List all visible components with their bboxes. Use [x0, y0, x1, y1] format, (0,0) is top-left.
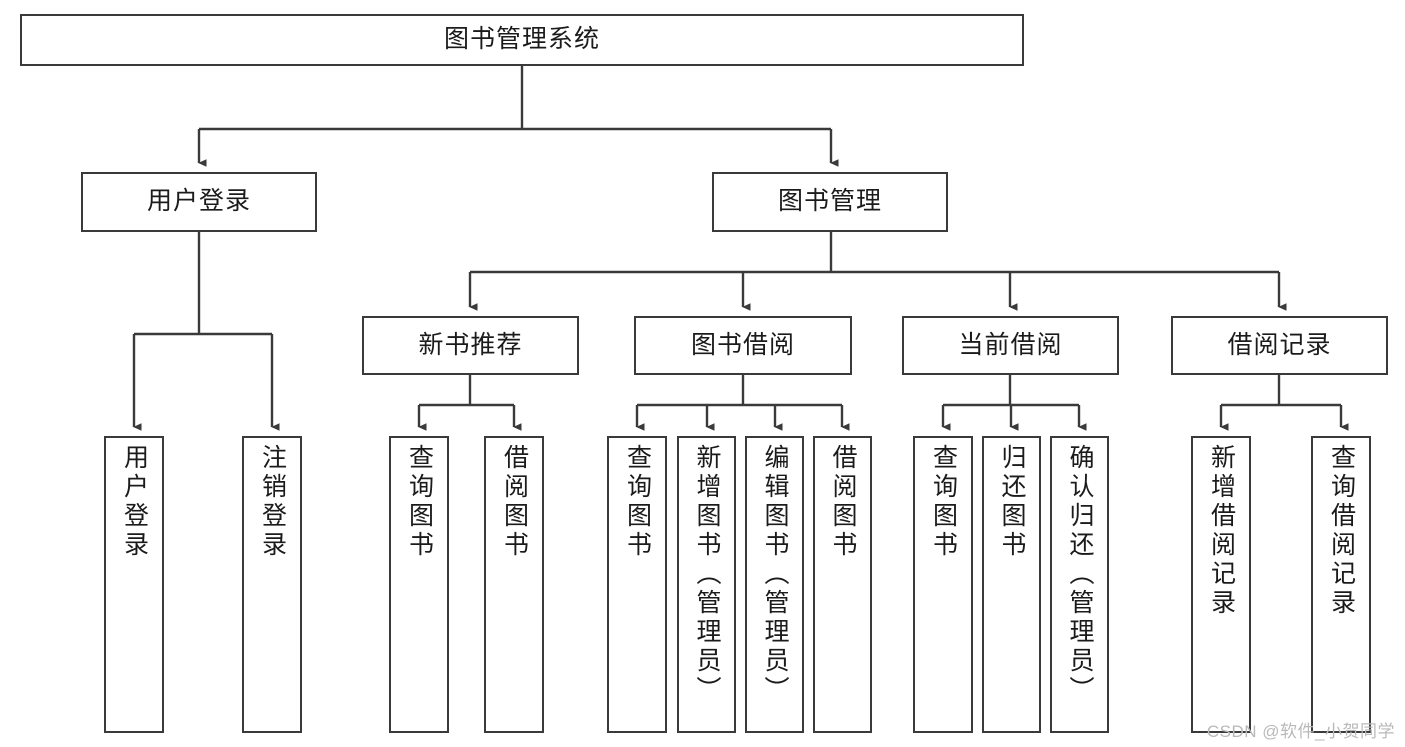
leaf-query-borrow-record[interactable]: 查询借阅记录: [1311, 436, 1371, 733]
node-label: 查询借阅记录: [1327, 444, 1356, 618]
node-user-login[interactable]: 用户登录: [81, 172, 317, 232]
leaf-query-book-borrow[interactable]: 查询图书: [607, 436, 667, 733]
leaf-confirm-return[interactable]: 确认归还（管理员）: [1050, 436, 1109, 733]
leaf-add-book[interactable]: 新增图书（管理员）: [677, 436, 736, 733]
node-label: 新书推荐: [418, 330, 523, 359]
node-label: 用户登录: [146, 187, 251, 216]
node-label: 查询图书: [623, 444, 652, 560]
node-label: 编辑图书（管理员）: [761, 444, 789, 705]
node-label: 用户登录: [120, 444, 149, 560]
node-label: 借阅记录: [1227, 330, 1332, 359]
leaf-user-login[interactable]: 用户登录: [104, 436, 164, 733]
node-label: 确认归还（管理员）: [1066, 444, 1094, 705]
leaf-add-borrow-record[interactable]: 新增借阅记录: [1191, 436, 1251, 733]
node-label: 借阅图书: [500, 444, 529, 560]
node-label: 借阅图书: [829, 444, 857, 560]
node-new-book-recommend[interactable]: 新书推荐: [362, 316, 579, 375]
leaf-edit-book[interactable]: 编辑图书（管理员）: [745, 436, 804, 733]
node-label: 图书管理系统: [443, 25, 600, 54]
node-label: 查询图书: [929, 444, 958, 560]
node-label: 图书借阅: [690, 330, 795, 359]
node-label: 归还图书: [998, 444, 1026, 560]
leaf-query-book-current[interactable]: 查询图书: [913, 436, 973, 733]
node-current-borrow[interactable]: 当前借阅: [902, 316, 1119, 375]
node-borrow-record[interactable]: 借阅记录: [1171, 316, 1388, 375]
node-label: 新增借阅记录: [1207, 444, 1236, 618]
node-book-management[interactable]: 图书管理: [712, 172, 948, 232]
watermark: CSDN @软件_小贺同学: [1206, 722, 1395, 741]
node-label: 当前借阅: [958, 330, 1063, 359]
leaf-query-book-new[interactable]: 查询图书: [389, 436, 449, 733]
leaf-borrow-book[interactable]: 借阅图书: [813, 436, 872, 733]
node-label: 查询图书: [405, 444, 434, 560]
node-label: 图书管理: [777, 187, 882, 216]
node-book-borrow[interactable]: 图书借阅: [634, 316, 852, 375]
leaf-user-logout[interactable]: 注销登录: [242, 436, 302, 733]
leaf-return-book[interactable]: 归还图书: [982, 436, 1041, 733]
leaf-borrow-book-new[interactable]: 借阅图书: [484, 436, 544, 733]
node-label: 新增图书（管理员）: [693, 444, 721, 705]
node-label: 注销登录: [258, 444, 287, 560]
node-root[interactable]: 图书管理系统: [20, 14, 1024, 66]
